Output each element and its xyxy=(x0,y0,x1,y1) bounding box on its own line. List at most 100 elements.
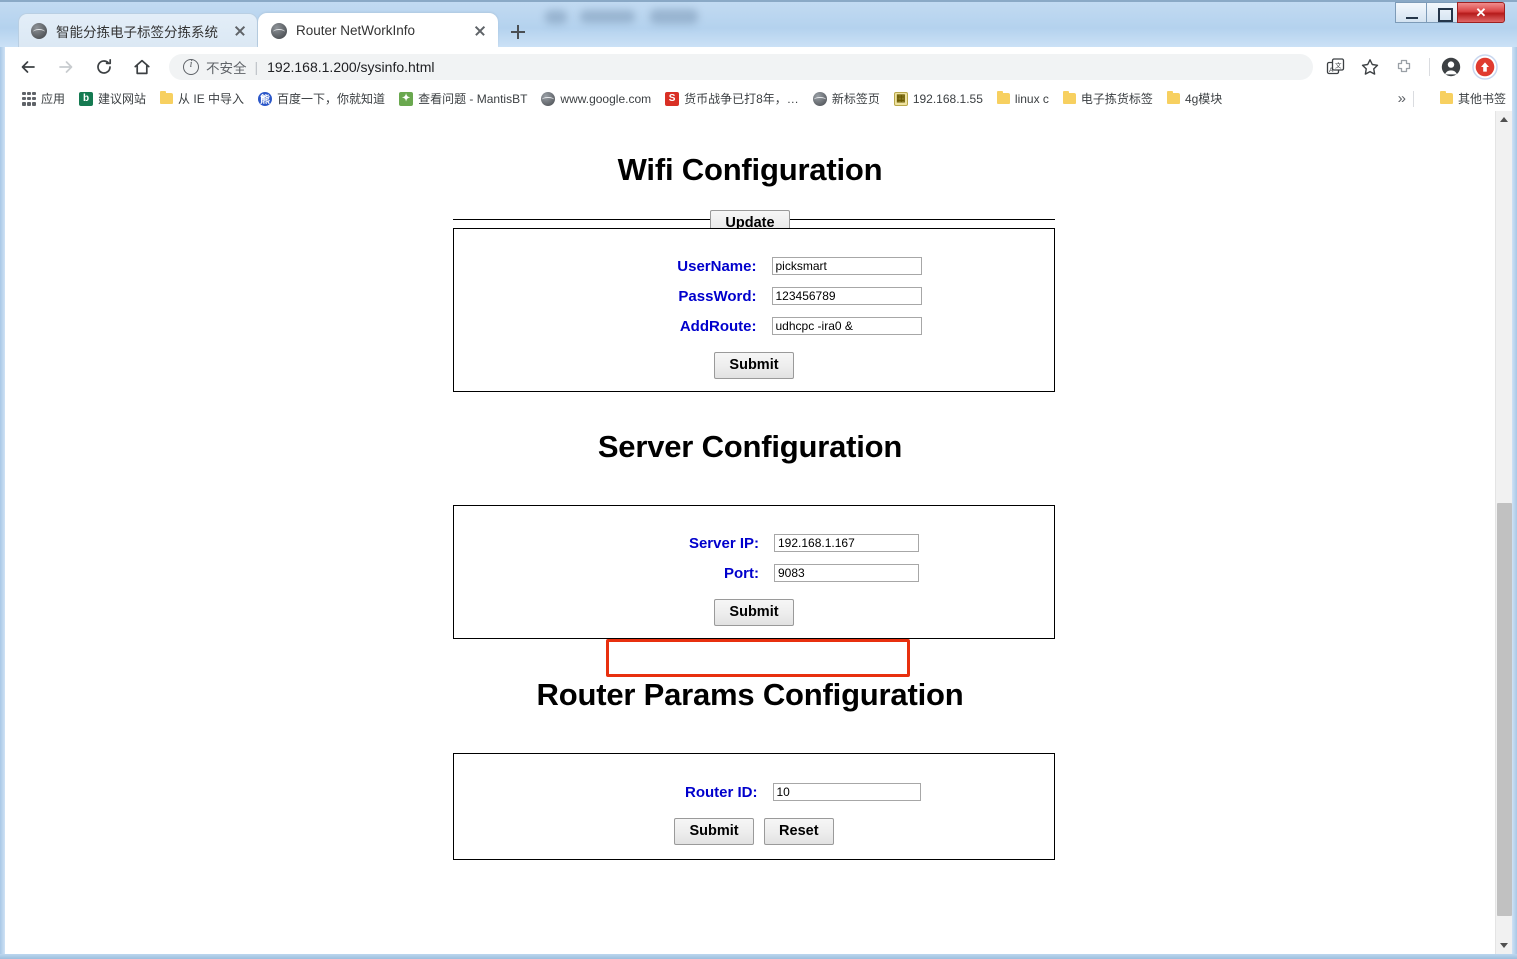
server-button-row: Submit xyxy=(454,599,1054,626)
address-bar[interactable]: 不安全 | 192.168.1.200/sysinfo.html xyxy=(169,53,1313,80)
other-bookmarks-label: 其他书签 xyxy=(1457,92,1506,106)
server-ip-input[interactable] xyxy=(774,534,919,552)
bookmark-label: 新标签页 xyxy=(831,92,880,106)
window-bottom-edge xyxy=(0,954,1517,959)
close-icon[interactable] xyxy=(471,22,489,40)
server-ip-label: Server IP: xyxy=(688,534,759,552)
close-window-button[interactable]: ✕ xyxy=(1457,2,1505,23)
tab-strip: 智能分拣电子标签分拣系统 Router NetWorkInfo ✕ xyxy=(0,0,1517,47)
router-reset-button[interactable]: Reset xyxy=(764,818,834,845)
form-row-server-ip: Server IP: xyxy=(454,528,1054,558)
page-content: Update Wifi Configuration UserName: Pass… xyxy=(5,111,1495,954)
svg-text:文: 文 xyxy=(1335,60,1342,69)
wifi-button-row: Submit xyxy=(454,352,1054,379)
server-submit-button[interactable]: Submit xyxy=(714,599,794,626)
bookmark-mantisbt[interactable]: ✦ 查看问题 - MantisBT xyxy=(392,88,534,109)
minimize-button[interactable] xyxy=(1395,2,1427,23)
window-right-edge xyxy=(1512,47,1517,959)
bookmark-label: 查看问题 - MantisBT xyxy=(418,92,528,106)
router-id-input[interactable] xyxy=(772,783,921,801)
page-icon: ▦ xyxy=(893,91,908,106)
bookmark-4g-module[interactable]: 4g模块 xyxy=(1160,88,1229,109)
obscured-titlebar-content xyxy=(545,10,567,24)
password-label: PassWord: xyxy=(678,287,757,305)
form-row-username: UserName: xyxy=(454,251,1054,281)
port-input[interactable] xyxy=(774,564,919,582)
bookmark-label: 4g模块 xyxy=(1184,92,1223,106)
forward-arrow-icon[interactable] xyxy=(51,52,81,82)
folder-icon xyxy=(996,91,1010,104)
bookmark-baidu[interactable]: 熊 百度一下，你就知道 xyxy=(251,88,392,109)
scrollbar-thumb[interactable] xyxy=(1497,503,1512,916)
home-icon[interactable] xyxy=(127,52,157,82)
bookmark-linux-c[interactable]: linux c xyxy=(990,88,1056,109)
scroll-down-arrow-icon[interactable] xyxy=(1496,937,1513,954)
obscured-titlebar-content-2 xyxy=(580,10,635,23)
globe-icon xyxy=(271,22,287,39)
new-tab-button[interactable] xyxy=(505,19,531,45)
bookmark-suggested-sites[interactable]: b 建议网站 xyxy=(72,88,153,109)
back-arrow-icon[interactable] xyxy=(13,52,43,82)
server-ip-highlight-box xyxy=(606,639,910,677)
url-text: 192.168.1.200/sysinfo.html xyxy=(267,58,435,75)
extension-icon[interactable] xyxy=(1389,52,1419,82)
globe-icon xyxy=(812,91,827,106)
page-scrollbar[interactable] xyxy=(1495,111,1513,954)
bookmark-star-icon[interactable] xyxy=(1355,52,1385,82)
chrome-update-menu-icon[interactable] xyxy=(1470,52,1500,82)
tab-0[interactable]: 智能分拣电子标签分拣系统 xyxy=(18,13,258,47)
bookmark-label: 电子拣货标签 xyxy=(1080,92,1153,106)
bookmark-dianzi-jianhuo[interactable]: 电子拣货标签 xyxy=(1056,88,1160,109)
username-label: UserName: xyxy=(677,257,757,275)
bookmarks-overflow-button[interactable]: » xyxy=(1397,90,1406,107)
addroute-input[interactable] xyxy=(771,317,922,335)
maximize-button[interactable] xyxy=(1426,2,1458,23)
addroute-label: AddRoute: xyxy=(679,317,757,335)
router-config-box: Router ID: Submit Reset xyxy=(453,753,1055,860)
bookmark-label: 建议网站 xyxy=(98,92,147,106)
page-viewport: Update Wifi Configuration UserName: Pass… xyxy=(5,111,1512,954)
router-submit-button[interactable]: Submit xyxy=(674,818,754,845)
translate-icon[interactable]: 文 A xyxy=(1321,52,1351,82)
port-label: Port: xyxy=(724,564,759,582)
form-row-addroute: AddRoute: xyxy=(454,311,1054,341)
other-bookmarks-button[interactable]: 其他书签 xyxy=(1439,90,1506,107)
router-id-label: Router ID: xyxy=(685,783,758,801)
bookmark-new-tab-page[interactable]: 新标签页 xyxy=(806,88,887,109)
bookmark-label: linux c xyxy=(1014,91,1049,106)
baidu-icon: 熊 xyxy=(258,91,273,106)
info-circle-icon[interactable] xyxy=(183,58,199,75)
tab-title: 智能分拣电子标签分拣系统 xyxy=(56,24,218,40)
omnibox-separator: | xyxy=(254,58,259,75)
apps-grid-icon xyxy=(22,91,36,106)
wifi-submit-button[interactable]: Submit xyxy=(714,352,794,379)
wifi-config-box: UserName: PassWord: AddRoute: Submit xyxy=(453,228,1055,392)
bookmark-192-168-1-55[interactable]: ▦ 192.168.1.55 xyxy=(887,88,990,109)
close-icon[interactable] xyxy=(231,22,249,40)
bookmark-ie-import[interactable]: 从 IE 中导入 xyxy=(153,88,251,109)
bookmark-label: 192.168.1.55 xyxy=(912,91,983,106)
form-row-port: Port: xyxy=(454,558,1054,588)
tab-1[interactable]: Router NetWorkInfo xyxy=(258,13,498,47)
bookmark-article[interactable]: S 货币战争已打8年，… xyxy=(658,88,806,109)
bookmark-label: 应用 xyxy=(41,92,66,106)
scroll-up-arrow-icon[interactable] xyxy=(1496,111,1513,128)
bookmarks-divider xyxy=(1413,90,1414,107)
reload-icon[interactable] xyxy=(89,52,119,82)
router-section-title: Router Params Configuration xyxy=(536,677,964,712)
username-input[interactable] xyxy=(771,257,922,275)
bookmark-label: 货币战争已打8年，… xyxy=(684,92,799,106)
bing-square-icon: b xyxy=(79,91,94,106)
bookmarks-bar: 应用 b 建议网站 从 IE 中导入 熊 百度一下，你就知道 ✦ 查看问题 - … xyxy=(5,86,1512,111)
server-config-box: Server IP: Port: Submit xyxy=(453,505,1055,639)
security-label: 不安全 xyxy=(206,60,247,76)
bookmark-apps[interactable]: 应用 xyxy=(15,88,72,109)
form-row-password: PassWord: xyxy=(454,281,1054,311)
folder-icon xyxy=(160,91,174,104)
profile-avatar-icon[interactable] xyxy=(1436,52,1466,82)
password-input[interactable] xyxy=(771,287,922,305)
bookmark-google[interactable]: www.google.com xyxy=(534,88,658,109)
folder-icon xyxy=(1062,91,1076,104)
sohu-icon: S xyxy=(665,91,680,106)
